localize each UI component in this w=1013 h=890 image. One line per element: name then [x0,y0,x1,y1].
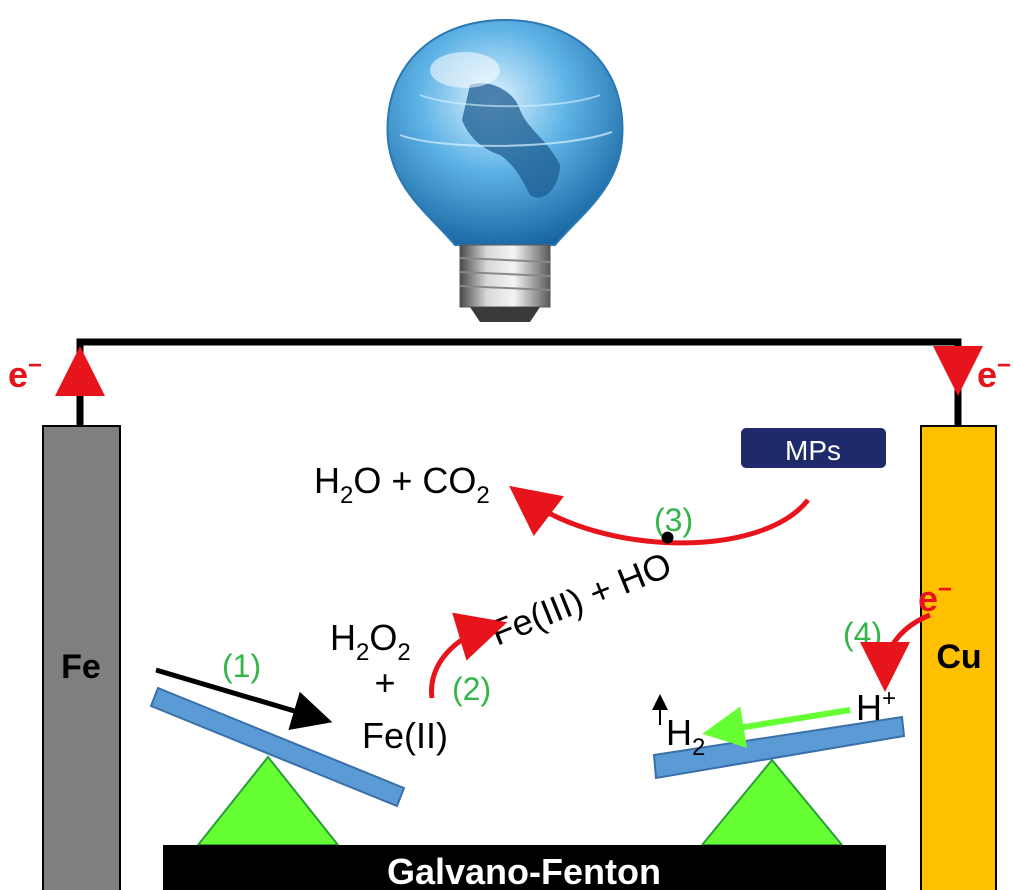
radical-products: Fe(III) + HO• [474,512,691,653]
reactant-plus: + [374,662,395,703]
electron-label-left: e− [8,352,42,395]
step-1-label: (1) [222,648,261,684]
electron-label-cathode: e− [918,576,952,619]
cu-cathode-electrode [920,425,997,890]
fenton-arrow [429,612,508,699]
reactant-h2o2: H2O2 [330,617,411,666]
products-h2o-co2: H2O + CO2 [314,460,490,509]
mps-box [741,428,886,468]
electron-label-right: e− [977,352,1011,395]
h2-formation-arrow [702,706,851,748]
left-plank [149,686,406,808]
step-3-label: (3) [654,502,693,538]
continent-shape [462,83,560,198]
galvano-fenton-base [163,845,886,890]
lightbulb-globe-icon [386,18,624,322]
step-4-label: (4) [843,616,882,652]
degradation-arrow [509,485,810,546]
bulb-highlight [430,52,500,88]
step-1-arrow [155,667,333,731]
cu-label: Cu [936,638,981,676]
reactant-fe2: Fe(II) [362,715,448,756]
step-4-arrow [860,612,931,692]
fe-label: Fe [61,648,101,686]
fe-anode-electrode [42,425,121,890]
right-plank [652,715,906,780]
external-circuit-wire [76,338,962,428]
right-fulcrum [699,758,845,846]
h2-product: H2 [666,712,705,761]
step-2-label: (2) [452,671,491,707]
mps-label: MPs [785,435,841,466]
galvano-fenton-label: Galvano-Fenton [387,851,661,890]
